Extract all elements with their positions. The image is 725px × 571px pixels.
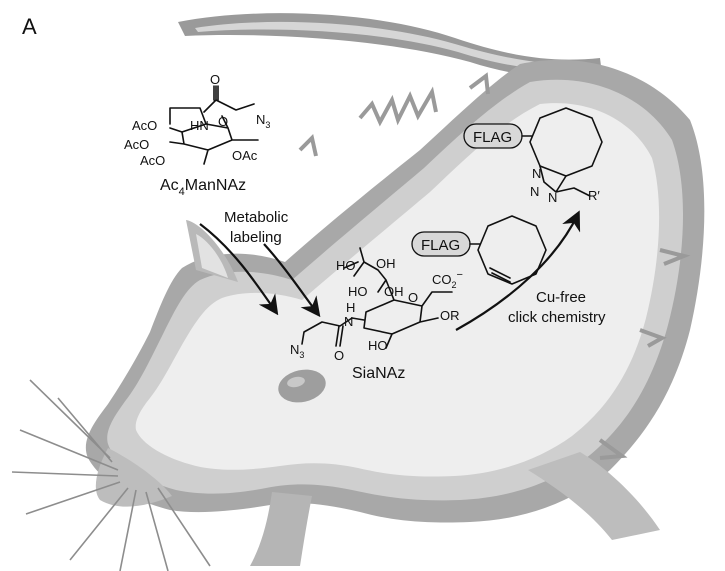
sianaz-ho-c: HO <box>368 338 388 353</box>
aco-mid-label: AcO <box>124 137 149 152</box>
sianaz-ho-a: HO <box>336 258 356 273</box>
ac4mannaz-structure: AcO AcO AcO HN O N3 O OAc Ac4ManNAz <box>124 72 270 198</box>
sianaz-oh-b: OH <box>384 284 404 299</box>
rat-ear-inner <box>196 234 228 278</box>
rat-snout <box>95 448 172 507</box>
sianaz-ho-b: HO <box>348 284 368 299</box>
metabolic-label-line2: labeling <box>230 229 282 246</box>
cu-free-line1: Cu-free <box>536 289 586 306</box>
sianaz-or-label: OR <box>440 308 460 323</box>
carbonyl-o-label: O <box>210 72 220 87</box>
sianaz-co2-label: CO2− <box>432 269 463 290</box>
sianaz-h-label: H <box>346 300 355 315</box>
ac4mannaz-bonds <box>169 85 259 165</box>
rat-front-leg <box>250 492 312 566</box>
sianaz-amide-o: O <box>334 348 344 363</box>
azide-n3-label: N3 <box>256 112 270 130</box>
aco-top-label: AcO <box>132 118 157 133</box>
triazole-product: FLAG N N N R′ <box>463 107 603 205</box>
sianaz-structure: HO OH HO OH CO2− OR O HO H N O N3 SiaNAz <box>290 247 463 382</box>
rat-illustration <box>11 13 705 571</box>
sianaz-oh-a: OH <box>376 256 396 271</box>
cyclooctyne-reagent: FLAG <box>411 215 547 285</box>
panel-label: A <box>22 14 37 39</box>
oac-label: OAc <box>232 148 258 163</box>
triazole-n-bottom: N <box>548 190 557 205</box>
rat-eye <box>278 369 326 403</box>
rat-eye-shine <box>287 376 305 388</box>
ring-o-label: O <box>218 114 228 129</box>
sianaz-bonds <box>301 247 453 349</box>
triazole-ring <box>539 165 591 197</box>
rat-whiskers <box>11 379 211 571</box>
sianaz-ring-o: O <box>408 290 418 305</box>
metabolic-arrow-right <box>263 243 321 318</box>
rat-fur-accents <box>298 72 691 460</box>
triazole-n-top: N <box>532 166 541 181</box>
cyclooctyne-ring <box>469 215 547 285</box>
rat-body-light <box>135 103 660 477</box>
r-prime-label: R′ <box>588 188 600 203</box>
ac4mannaz-name: Ac4ManNAz <box>160 177 246 198</box>
cyclooctyne-triple-bond <box>489 267 511 283</box>
rat-tail-highlight <box>195 21 596 70</box>
sianaz-name: SiaNAz <box>352 365 405 382</box>
cyclooctene-ring <box>521 107 603 177</box>
hn-label: HN <box>190 118 209 133</box>
sianaz-n-label: N <box>344 314 353 329</box>
cu-free-line2: click chemistry <box>508 309 606 326</box>
metabolic-arrow-left <box>199 223 279 316</box>
triazole-n-left: N <box>530 184 539 199</box>
rat-hind-leg <box>528 452 660 540</box>
metabolic-label-line1: Metabolic <box>224 209 289 226</box>
flag-label-reagent: FLAG <box>421 237 460 254</box>
sianaz-n3-label: N3 <box>290 342 304 360</box>
flag-label-product: FLAG <box>473 129 512 146</box>
aco-low-label: AcO <box>140 153 165 168</box>
click-chemistry-arrow <box>455 210 581 331</box>
